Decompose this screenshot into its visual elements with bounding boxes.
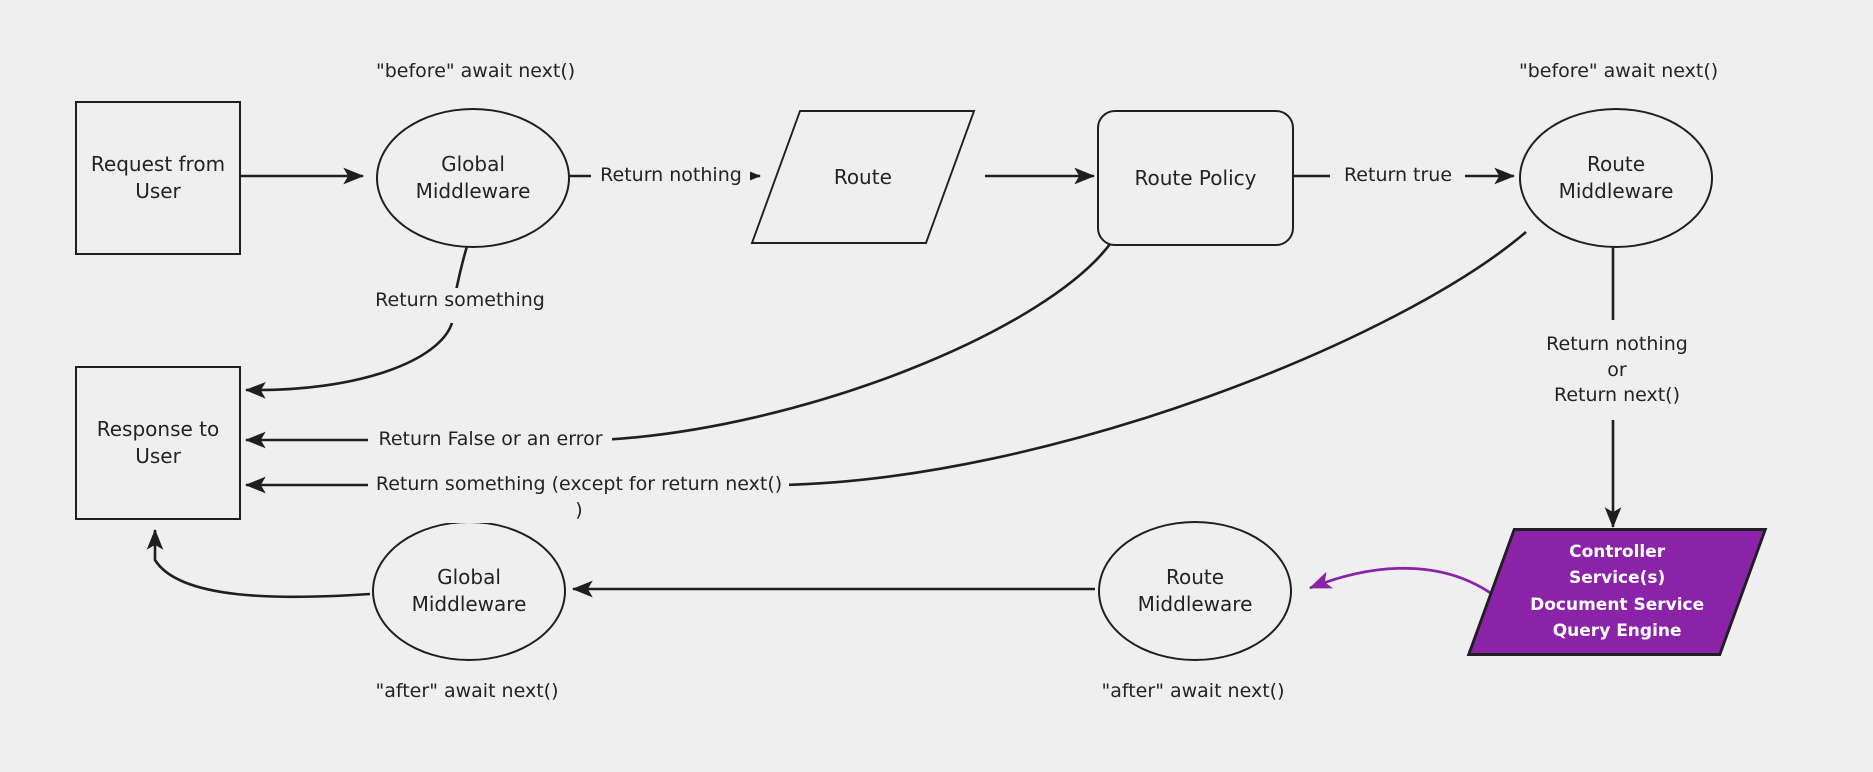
note-before-route-middleware: "before" await next() bbox=[1519, 60, 1719, 82]
node-global-middleware-before[interactable]: Global Middleware bbox=[376, 108, 570, 248]
node-request-from-user-label: Request from User bbox=[90, 152, 226, 203]
edge-label-return-false-or-error: Return False or an error bbox=[369, 427, 612, 453]
edge-global-middleware-after-to-response bbox=[146, 528, 371, 599]
node-controller-services-label: Controller Service(s) Document Service Q… bbox=[1529, 542, 1705, 642]
node-request-from-user[interactable]: Request from User bbox=[75, 101, 241, 255]
note-after-global-middleware: "after" await next() bbox=[375, 680, 559, 702]
note-before-global-middleware: "before" await next() bbox=[376, 60, 576, 82]
node-route-middleware-before[interactable]: Route Middleware bbox=[1519, 108, 1713, 248]
node-route-policy[interactable]: Route Policy bbox=[1097, 110, 1294, 246]
node-response-to-user-label: Response to User bbox=[96, 417, 220, 468]
node-route-policy-label: Route Policy bbox=[1134, 165, 1257, 190]
node-global-middleware-after[interactable]: Global Middleware bbox=[372, 521, 566, 661]
edge-controller-to-route-middleware-after bbox=[1308, 566, 1501, 602]
node-controller-services[interactable]: Controller Service(s) Document Service Q… bbox=[1466, 528, 1768, 656]
edge-label-return-something-except-next: Return something (except for return next… bbox=[369, 472, 789, 524]
edge-label-return-nothing-or-next: Return nothing or Return next() bbox=[1523, 332, 1711, 409]
edge-label-return-true: Return true bbox=[1331, 163, 1465, 189]
node-route-label: Route bbox=[833, 164, 893, 189]
note-after-route-middleware: "after" await next() bbox=[1101, 680, 1285, 702]
edge-label-return-something: Return something bbox=[366, 288, 554, 314]
node-route-middleware-before-label: Route Middleware bbox=[1558, 152, 1674, 203]
edge-global-middleware-return-something-bottom bbox=[244, 322, 454, 399]
node-route-middleware-after-label: Route Middleware bbox=[1137, 565, 1253, 616]
node-global-middleware-after-label: Global Middleware bbox=[411, 565, 527, 616]
edge-route-policy-return-false bbox=[599, 239, 1115, 442]
edge-label-return-nothing: Return nothing bbox=[592, 163, 750, 189]
node-route-middleware-after[interactable]: Route Middleware bbox=[1098, 521, 1292, 661]
edge-route-middleware-return-something-except bbox=[779, 231, 1527, 487]
node-global-middleware-before-label: Global Middleware bbox=[415, 152, 531, 203]
node-response-to-user[interactable]: Response to User bbox=[75, 366, 241, 520]
